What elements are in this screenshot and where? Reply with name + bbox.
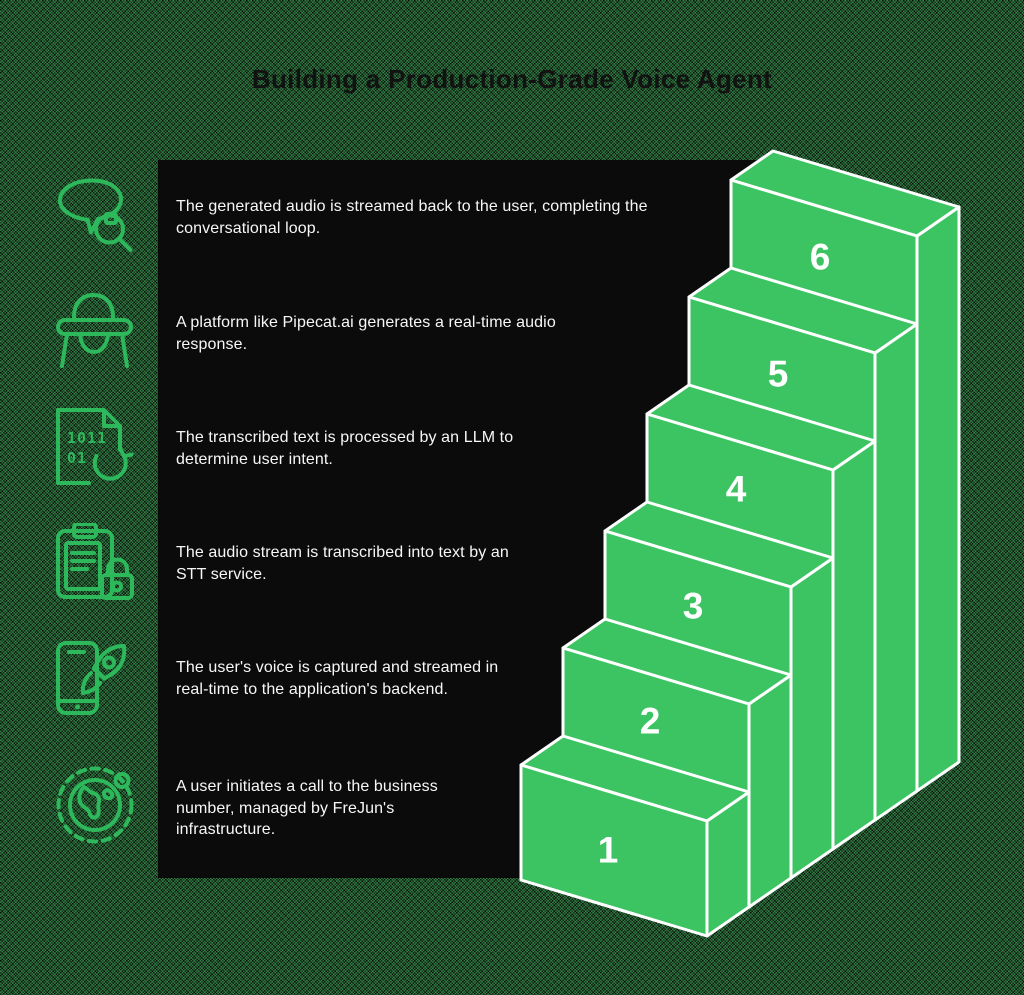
- step-number: 5: [768, 354, 789, 395]
- step-description-3: The audio stream is transcribed into tex…: [176, 542, 509, 585]
- binary-text-line-1: 1011: [67, 429, 107, 447]
- binary-text-line-2: 01: [67, 449, 87, 467]
- step-5-right-face: [873, 322, 919, 822]
- description-line: The transcribed text is processed by an …: [176, 429, 514, 446]
- description-line: response.: [176, 335, 248, 353]
- step-2-right-face: [747, 673, 793, 909]
- step-description-4: The transcribed text is processed by an …: [176, 427, 513, 470]
- stair-step-1: [519, 734, 751, 938]
- description-line: conversational loop.: [176, 219, 321, 237]
- description-line: The generated audio is streamed back to …: [176, 198, 648, 215]
- page-title: Building a Production-Grade Voice Agent: [251, 64, 773, 94]
- step-description-1: A user initiates a call to the business …: [176, 776, 438, 841]
- clipboard-lock-icon: [54, 523, 138, 607]
- description-line: determine user intent.: [176, 450, 333, 468]
- step-1-front-face: [519, 763, 709, 938]
- description-line: A user initiates a call to the business: [176, 778, 438, 795]
- step-number: 6: [810, 237, 831, 278]
- support-agent-desk-icon: [54, 289, 138, 373]
- step-6-right-face: [915, 205, 961, 793]
- step-number: 4: [726, 469, 747, 510]
- description-line: The user's voice is captured and streame…: [176, 659, 499, 676]
- chat-search-icon: [54, 174, 138, 258]
- binary-document-refresh-icon: 1011 01: [54, 406, 138, 490]
- step-description-6: The generated audio is streamed back to …: [176, 196, 648, 239]
- description-line: The audio stream is transcribed into tex…: [176, 544, 509, 561]
- description-line: number, managed by FreJun's: [176, 799, 395, 817]
- step-number: 3: [683, 586, 704, 627]
- description-line: real-time to the application's backend.: [176, 680, 448, 698]
- description-line: infrastructure.: [176, 821, 276, 838]
- globe-network-icon: [54, 764, 138, 848]
- step-description-2: The user's voice is captured and streame…: [176, 657, 498, 700]
- step-number: 2: [640, 701, 661, 742]
- step-number: 1: [598, 830, 619, 871]
- step-description-5: A platform like Pipecat.ai generates a r…: [176, 312, 556, 355]
- phone-rocket-launch-icon: [54, 639, 138, 723]
- step-3-right-face: [789, 556, 835, 880]
- step-4-right-face: [831, 439, 877, 851]
- description-line: A platform like Pipecat.ai generates a r…: [176, 314, 556, 331]
- description-line: STT service.: [176, 565, 267, 583]
